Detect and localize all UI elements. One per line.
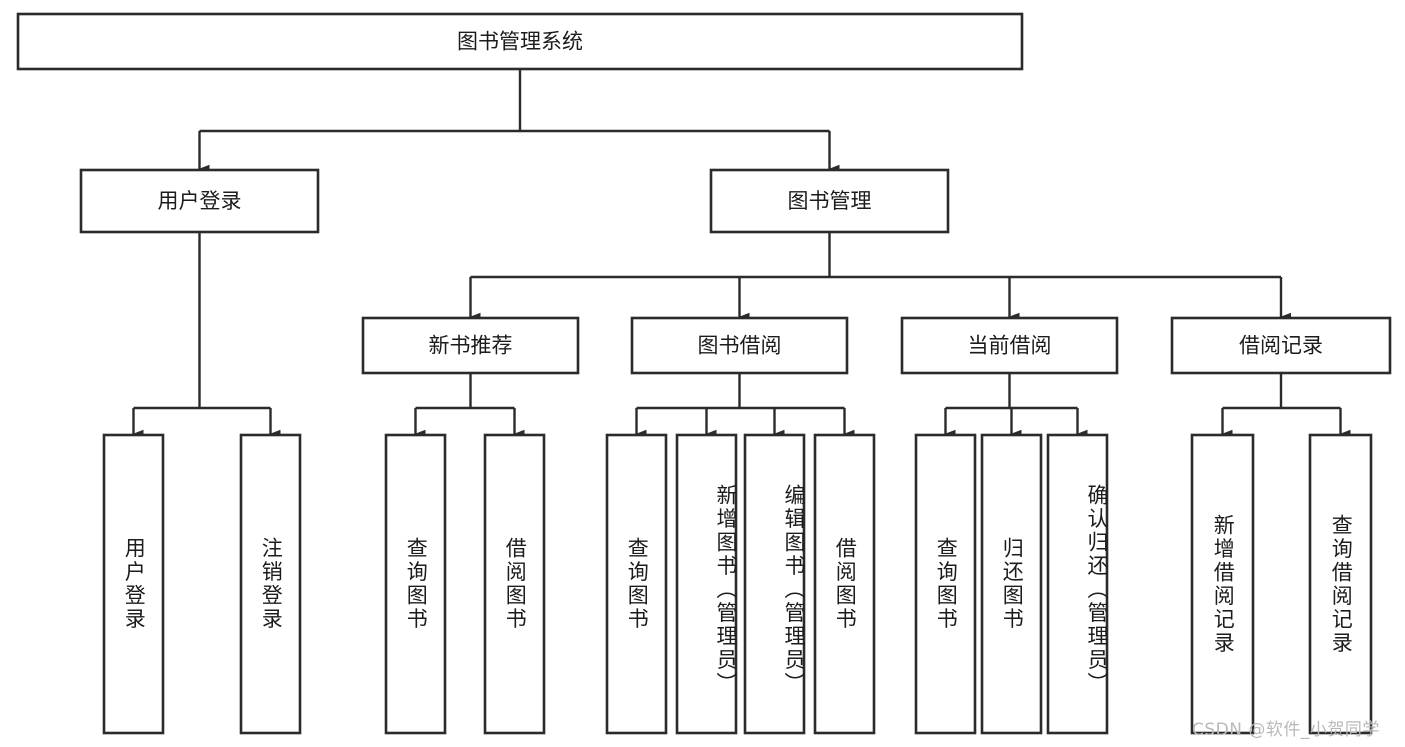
node-leaf-query-record[interactable] bbox=[1308, 433, 1373, 735]
node-leaf-query-book-2[interactable] bbox=[605, 433, 668, 735]
node-leaf-add-book[interactable] bbox=[675, 433, 738, 735]
node-label: 用户登录 bbox=[158, 189, 242, 213]
node-label: 图书管理 bbox=[788, 189, 872, 213]
node-leaf-query-book-3[interactable] bbox=[914, 433, 977, 735]
node-book-manage[interactable]: 图书管理 bbox=[709, 168, 950, 234]
node-leaf-query-book-1[interactable] bbox=[384, 433, 447, 735]
node-leaf-borrow-book-1[interactable] bbox=[483, 433, 546, 735]
node-borrow-record[interactable]: 借阅记录 bbox=[1170, 316, 1392, 375]
node-label: 当前借阅 bbox=[968, 334, 1052, 358]
node-leaf-edit-book[interactable] bbox=[743, 433, 806, 735]
node-label: 新书推荐 bbox=[429, 334, 513, 358]
node-label: 借阅记录 bbox=[1239, 334, 1323, 358]
node-leaf-add-record[interactable] bbox=[1190, 433, 1255, 735]
node-user-login[interactable]: 用户登录 bbox=[79, 168, 320, 234]
node-book-borrow[interactable]: 图书借阅 bbox=[630, 316, 849, 375]
node-label: 图书管理系统 bbox=[457, 30, 583, 54]
node-current-borrow[interactable]: 当前借阅 bbox=[900, 316, 1119, 375]
node-leaf-user-login[interactable] bbox=[102, 433, 165, 735]
node-new-book-recommend[interactable]: 新书推荐 bbox=[361, 316, 580, 375]
edge-layer bbox=[132, 69, 1351, 439]
node-leaf-logout[interactable] bbox=[239, 433, 302, 735]
node-label: 图书借阅 bbox=[698, 334, 782, 358]
node-leaf-borrow-book-2[interactable] bbox=[813, 433, 876, 735]
node-leaf-confirm-return[interactable] bbox=[1046, 433, 1109, 735]
node-leaf-return-book[interactable] bbox=[980, 433, 1043, 735]
node-root[interactable]: 图书管理系统 bbox=[16, 12, 1024, 71]
watermark: CSDN @软件_小贺同学 bbox=[1192, 720, 1380, 740]
